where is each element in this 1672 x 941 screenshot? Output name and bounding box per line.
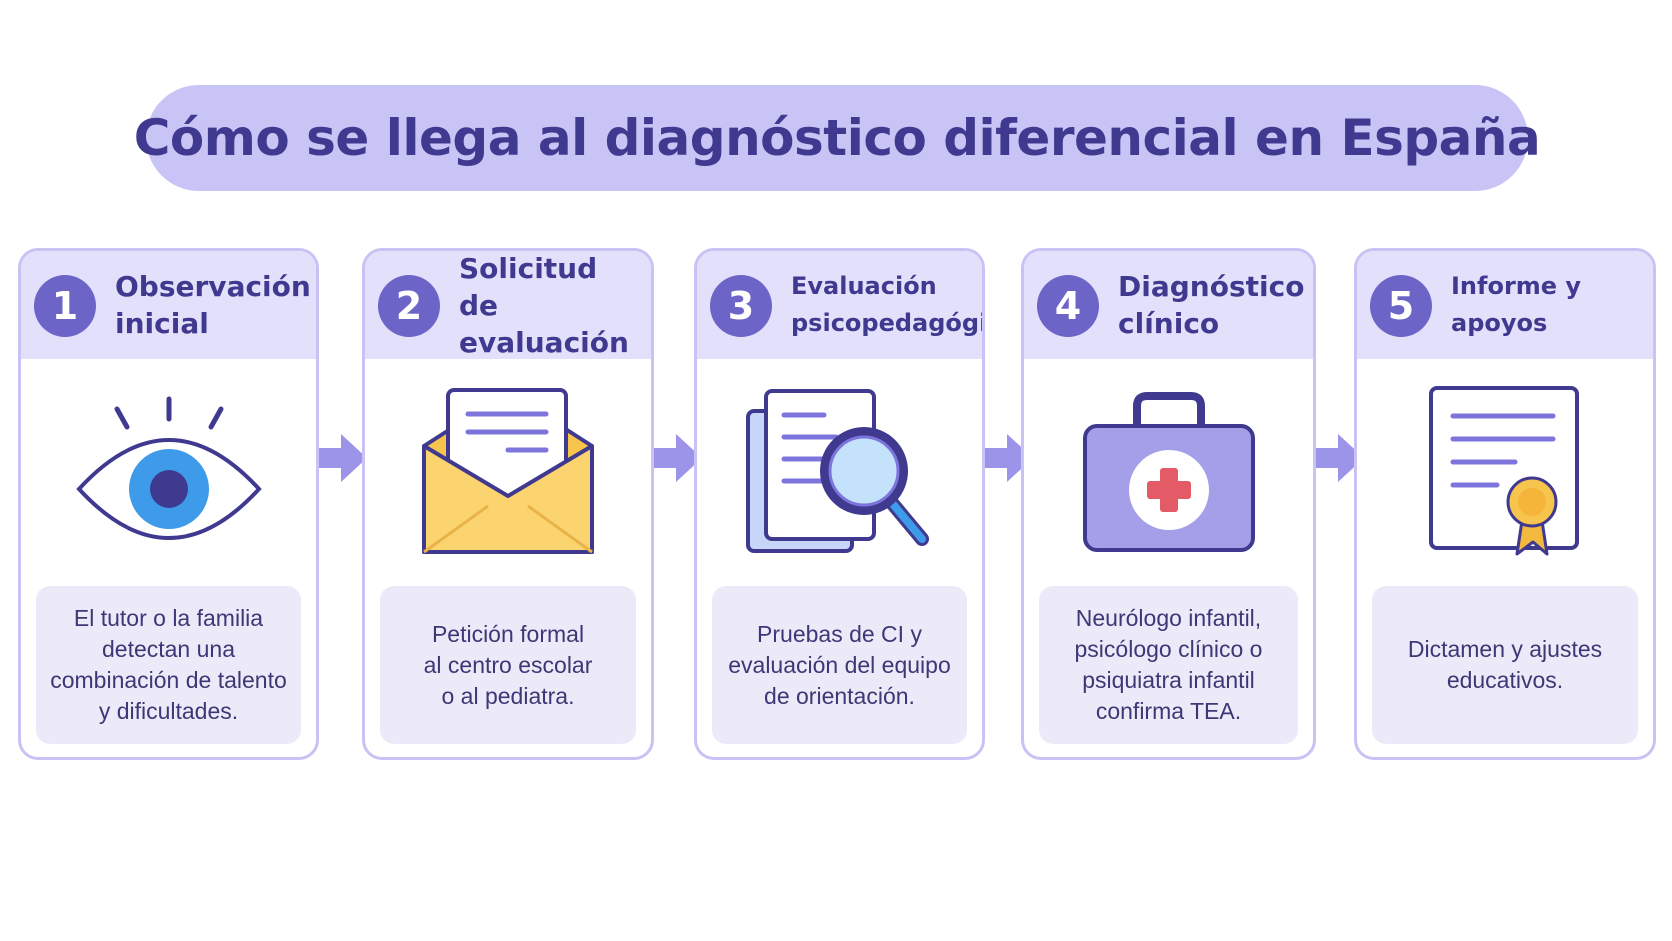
documents-magnifier-icon: [745, 389, 929, 553]
step-title-4: Diagnóstico clínico: [1118, 270, 1305, 340]
step-number-4: 4: [1037, 275, 1099, 337]
step-description-4: Neurólogo infantil, psicólogo clínico o …: [1039, 586, 1298, 744]
arrow-right-icon: [985, 434, 1033, 482]
step-description-2: Petición formal al centro escolar o al p…: [380, 586, 636, 744]
step-card-5: 5 Informe y apoyos Dictamen y ajustes ed…: [1354, 248, 1656, 760]
step-card-4: 4 Diagnóstico clínico Neurólogo infantil…: [1021, 248, 1316, 760]
step-description-1: El tutor o la familia detectan una combi…: [36, 586, 301, 744]
step-number-1: 1: [34, 275, 96, 337]
step-number-5: 5: [1370, 275, 1432, 337]
page-title: Cómo se llega al diagnóstico diferencial…: [133, 109, 1541, 167]
eye-icon: [75, 396, 262, 540]
step-card-1: 1 Observación inicial El tutor o la fami…: [18, 248, 319, 760]
step-header-1: 1 Observación inicial: [21, 251, 316, 359]
step-header-4: 4 Diagnóstico clínico: [1024, 251, 1313, 359]
step-card-2: 2 Solicitud de evaluación Petición forma…: [362, 248, 654, 760]
title-banner: Cómo se llega al diagnóstico diferencial…: [134, 85, 1541, 191]
step-number-2: 2: [378, 275, 440, 337]
envelope-letter-icon: [422, 388, 594, 554]
step-header-2: 2 Solicitud de evaluación: [365, 251, 651, 359]
step-description-3: Pruebas de CI y evaluación del equipo de…: [712, 586, 967, 744]
step-header-3: 3 Evaluación psicopedagógica: [697, 251, 982, 359]
step-header-5: 5 Informe y apoyos: [1357, 251, 1653, 359]
step-card-3: 3 Evaluación psicopedagógica Pruebas de …: [694, 248, 985, 760]
step-title-3: Evaluación psicopedagógica: [791, 272, 985, 337]
step-number-3: 3: [710, 275, 772, 337]
step-title-2: Solicitud de evaluación: [459, 251, 629, 359]
step-description-5: Dictamen y ajustes educativos.: [1372, 586, 1638, 744]
step-title-1: Observación inicial: [115, 270, 311, 340]
arrow-right-icon: [654, 434, 702, 482]
arrow-right-icon: [1316, 434, 1364, 482]
certificate-icon: [1429, 386, 1579, 556]
step-title-5: Informe y apoyos: [1451, 272, 1582, 337]
arrow-right-icon: [319, 434, 367, 482]
medical-kit-icon: [1082, 392, 1255, 552]
